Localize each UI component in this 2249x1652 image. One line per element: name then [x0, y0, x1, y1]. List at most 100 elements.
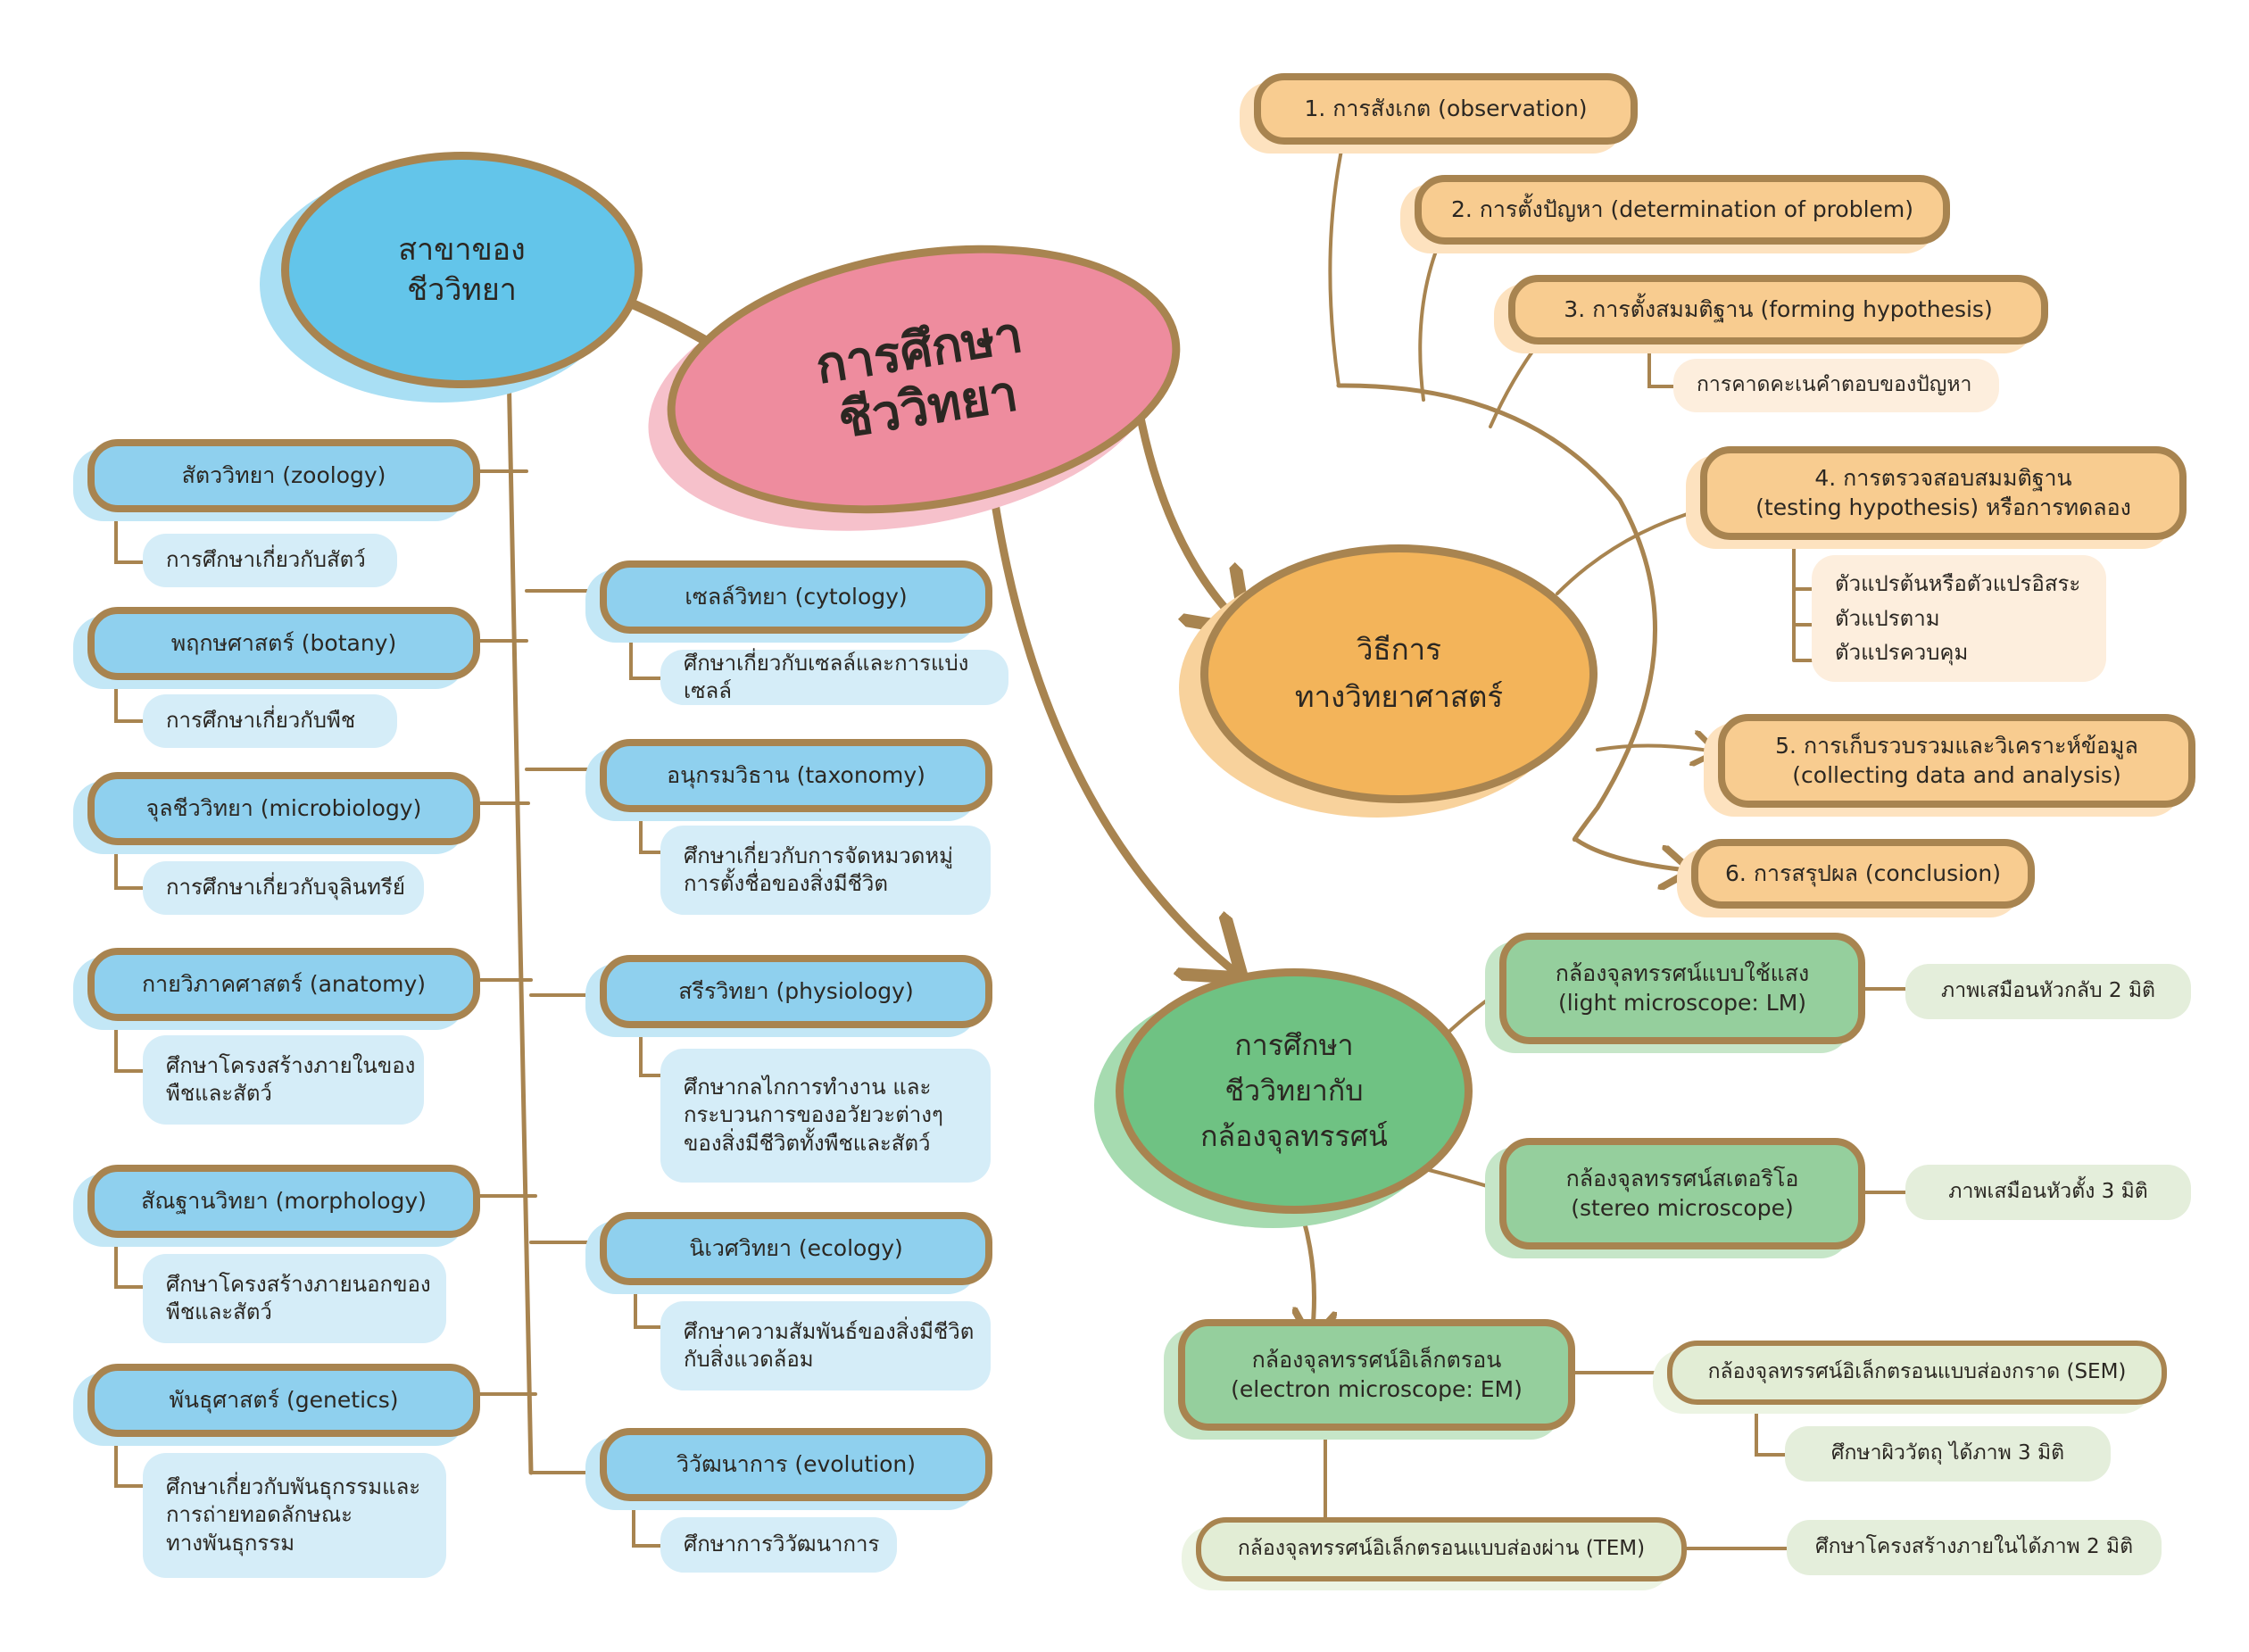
branch-ecology-title: นิเวศวิทยา (ecology) [689, 1234, 903, 1261]
tem-note-text: ศึกษาโครงสร้างภายในได้ภาพ 2 มิติ [1814, 1535, 2134, 1559]
branch-botany-desc-1: การศึกษาเกี่ยวกับพืช [166, 708, 356, 734]
branch-taxonomy: อนุกรมวิธาน (taxonomy) [600, 739, 992, 812]
branch-botany-title: พฤกษศาสตร์ (botany) [170, 629, 397, 656]
branch-zoology-desc-1: การศึกษาเกี่ยวกับสัตว์ [166, 547, 366, 573]
branch-evolution: วิวัฒนาการ (evolution) [600, 1428, 992, 1501]
branch-physiology-title: สรีรวิทยา (physiology) [678, 977, 914, 1004]
branch-ecology-desc: ศึกษาความสัมพันธ์ของสิ่งมีชีวิตกับสิ่งแว… [660, 1301, 991, 1391]
branch-ecology-desc-1: ศึกษาความสัมพันธ์ของสิ่งมีชีวิต [684, 1318, 975, 1344]
branch-taxonomy-desc: ศึกษาเกี่ยวกับการจัดหมวดหมู่การตั้งชื่อข… [660, 826, 991, 915]
stereo-microscope-note: ภาพเสมือนหัวตั้ง 3 มิติ [1905, 1165, 2191, 1220]
stereo-microscope: กล้องจุลทรรศน์สเตอริโอ(stereo microscope… [1499, 1138, 1865, 1249]
branch-microbiology: จุลชีววิทยา (microbiology) [87, 772, 480, 845]
branch-microbiology-desc-1: การศึกษาเกี่ยวกับจุลินทรีย์ [166, 875, 405, 901]
branch-genetics-desc-2: การถ่ายทอดลักษณะ [166, 1502, 353, 1528]
hypothesis-note-text: การคาดคะเนคำตอบของปัญหา [1697, 373, 1972, 397]
branch-taxonomy-title: อนุกรมวิธาน (taxonomy) [667, 761, 925, 788]
microscope-hub-line1: การศึกษา [1234, 1027, 1354, 1062]
branch-physiology-desc-3: ของสิ่งมีชีวิตทั้งพืชและสัตว์ [684, 1130, 931, 1156]
branch-zoology-desc: การศึกษาเกี่ยวกับสัตว์ [143, 534, 397, 587]
branch-genetics-desc-3: ทางพันธุกรรม [166, 1530, 295, 1556]
method-step-1-text: 1. การสังเกต (observation) [1304, 95, 1588, 121]
branch-physiology: สรีรวิทยา (physiology) [600, 955, 992, 1028]
branch-botany: พฤกษศาสตร์ (botany) [87, 607, 480, 680]
method-step-2-text: 2. การตั้งปัญหา (determination of proble… [1450, 195, 1914, 222]
branch-physiology-desc: ศึกษากลไกการทำงาน และกระบวนการของอวัยวะต… [660, 1049, 991, 1183]
stereo-microscope-line1: กล้องจุลทรรศน์สเตอริโอ [1565, 1166, 1799, 1191]
light-microscope-line2: (light microscope: LM) [1557, 989, 1807, 1016]
branch-genetics-title: พันธุศาสตร์ (genetics) [169, 1386, 399, 1413]
electron-microscope-line1: กล้องจุลทรรศน์อิเล็กตรอน [1251, 1347, 1502, 1373]
method-step-1: 1. การสังเกต (observation) [1254, 73, 1638, 145]
branch-physiology-desc-2: กระบวนการของอวัยวะต่างๆ [684, 1102, 943, 1128]
method-hub: วิธีการ ทางวิทยาศาสตร์ [1200, 544, 1598, 803]
light-microscope-note-text: ภาพเสมือนหัวกลับ 2 มิติ [1941, 979, 2155, 1003]
branch-microbiology-title: จุลชีววิทยา (microbiology) [145, 794, 422, 821]
sem-microscope-text: กล้องจุลทรรศน์อิเล็กตรอนแบบส่องกราด (SEM… [1707, 1360, 2127, 1384]
branches-trunk [506, 363, 534, 1475]
branch-cytology: เซลล์วิทยา (cytology) [600, 560, 992, 634]
branch-morphology: สัณฐานวิทยา (morphology) [87, 1165, 480, 1238]
microscope-hub: การศึกษา ชีววิทยากับ กล้องจุลทรรศน์ [1116, 968, 1473, 1214]
variable-controlled: ตัวแปรควบคุม [1835, 640, 1969, 666]
method-step-4: 4. การตรวจสอบสมมติฐาน(testing hypothesis… [1700, 446, 2187, 540]
arrow-center-to-method [1131, 384, 1241, 625]
method-step-6: 6. การสรุปผล (conclusion) [1691, 839, 2035, 909]
branches-hub-line2: ชีววิทยา [407, 271, 517, 308]
method-loop [1336, 383, 1687, 870]
branches-hub: สาขาของ ชีววิทยา [281, 152, 643, 388]
method-step-3: 3. การตั้งสมมติฐาน (forming hypothesis) [1508, 275, 2048, 345]
branch-morphology-desc-1: ศึกษาโครงสร้างภายนอกของ [166, 1271, 431, 1297]
method-step-5: 5. การเก็บรวบรวมและวิเคราะห์ข้อมูล(colle… [1718, 714, 2195, 808]
method-step-4-line2: (testing hypothesis) หรือการทดลอง [1755, 494, 2131, 520]
branch-zoology-title: สัตววิทยา (zoology) [181, 461, 386, 488]
sem-note-text: ศึกษาผิววัตถุ ได้ภาพ 3 มิติ [1830, 1441, 2065, 1465]
branch-cytology-desc: ศึกษาเกี่ยวกับเซลล์และการแบ่งเซลล์ [660, 650, 1008, 705]
stereo-microscope-note-text: ภาพเสมือนหัวตั้ง 3 มิติ [1948, 1180, 2148, 1204]
light-microscope-line1: กล้องจุลทรรศน์แบบใช้แสง [1555, 960, 1810, 986]
method-step-5-line1: 5. การเก็บรวบรวมและวิเคราะห์ข้อมูล [1775, 733, 2138, 759]
branch-taxonomy-desc-2: การตั้งชื่อของสิ่งมีชีวิต [684, 871, 888, 896]
microscope-hub-line3: กล้องจุลทรรศน์ [1200, 1119, 1388, 1154]
branch-botany-desc: การศึกษาเกี่ยวกับพืช [143, 694, 397, 748]
light-microscope-note: ภาพเสมือนหัวกลับ 2 มิติ [1905, 964, 2191, 1019]
branch-morphology-title: สัณฐานวิทยา (morphology) [141, 1187, 427, 1214]
branch-genetics-desc: ศึกษาเกี่ยวกับพันธุกรรมและการถ่ายทอดลักษ… [143, 1453, 446, 1578]
hypothesis-note: การคาดคะเนคำตอบของปัญหา [1673, 359, 1999, 412]
branch-morphology-desc-2: พืชและสัตว์ [166, 1299, 272, 1324]
branch-microbiology-desc: การศึกษาเกี่ยวกับจุลินทรีย์ [143, 861, 424, 915]
branch-evolution-title: วิวัฒนาการ (evolution) [676, 1450, 916, 1477]
method-step-2: 2. การตั้งปัญหา (determination of proble… [1415, 175, 1950, 245]
branches-hub-line1: สาขาของ [398, 232, 526, 269]
arrow-center-to-microscope [982, 433, 1236, 973]
branch-anatomy-title: กายวิภาคศาสตร์ (anatomy) [141, 970, 427, 997]
method-hub-line1: วิธีการ [1357, 632, 1441, 668]
tem-microscope-text: กล้องจุลทรรศน์อิเล็กตรอนแบบส่องผ่าน (TEM… [1237, 1537, 1646, 1561]
tem-microscope: กล้องจุลทรรศน์อิเล็กตรอนแบบส่องผ่าน (TEM… [1196, 1517, 1687, 1581]
branch-ecology: นิเวศวิทยา (ecology) [600, 1212, 992, 1285]
electron-microscope-line2: (electron microscope: EM) [1231, 1375, 1523, 1402]
branch-genetics-desc-1: ศึกษาเกี่ยวกับพันธุกรรมและ [166, 1474, 421, 1500]
light-microscope: กล้องจุลทรรศน์แบบใช้แสง (light microscope… [1499, 933, 1865, 1044]
electron-microscope: กล้องจุลทรรศน์อิเล็กตรอน(electron micros… [1178, 1319, 1575, 1431]
sem-microscope: กล้องจุลทรรศน์อิเล็กตรอนแบบส่องกราด (SEM… [1667, 1341, 2167, 1405]
branch-morphology-desc: ศึกษาโครงสร้างภายนอกของพืชและสัตว์ [143, 1254, 446, 1343]
branch-cytology-desc-1: ศึกษาเกี่ยวกับเซลล์และการแบ่งเซลล์ [684, 650, 969, 703]
branch-physiology-desc-1: ศึกษากลไกการทำงาน และ [684, 1075, 932, 1100]
branch-taxonomy-desc-1: ศึกษาเกี่ยวกับการจัดหมวดหมู่ [684, 843, 953, 868]
sem-note: ศึกษาผิววัตถุ ได้ภาพ 3 มิติ [1785, 1426, 2111, 1482]
branch-anatomy-desc-2: พืชและสัตว์ [166, 1081, 272, 1106]
microscope-hub-line2: ชีววิทยากับ [1224, 1073, 1364, 1108]
tem-note: ศึกษาโครงสร้างภายในได้ภาพ 2 มิติ [1787, 1520, 2162, 1575]
branch-evolution-desc-1: ศึกษาการวิวัฒนาการ [684, 1532, 880, 1557]
branch-cytology-title: เซลล์วิทยา (cytology) [685, 583, 908, 610]
variables-note: ตัวแปรต้นหรือตัวแปรอิสระตัวแปรตามตัวแปรค… [1812, 555, 2106, 682]
branch-anatomy-desc: ศึกษาโครงสร้างภายในของพืชและสัตว์ [143, 1035, 424, 1125]
branch-anatomy-desc-1: ศึกษาโครงสร้างภายในของ [166, 1052, 416, 1078]
branch-anatomy: กายวิภาคศาสตร์ (anatomy) [87, 948, 480, 1021]
method-step-5-line2: (collecting data and analysis) [1792, 761, 2121, 788]
branch-zoology: สัตววิทยา (zoology) [87, 439, 480, 512]
variable-independent: ตัวแปรต้นหรือตัวแปรอิสระ [1835, 571, 2081, 597]
method-hub-line2: ทางวิทยาศาสตร์ [1294, 679, 1504, 714]
